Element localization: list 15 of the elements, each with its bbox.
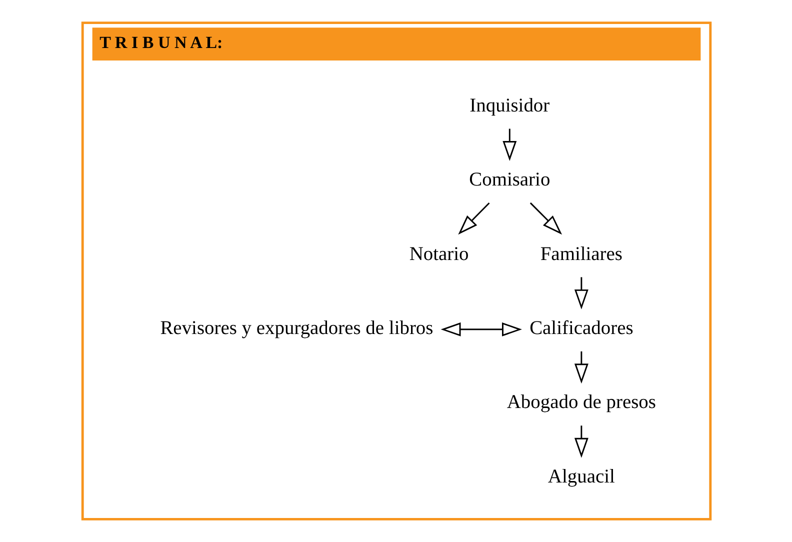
arrow xyxy=(502,128,516,161)
arrow xyxy=(458,202,490,235)
node-text: Familiares xyxy=(540,244,622,265)
arrow xyxy=(574,426,588,458)
arrow xyxy=(574,277,588,310)
node-text: Alguacil xyxy=(547,466,614,488)
arrow xyxy=(529,202,562,235)
node-text: Revisores y expurgadores de libros xyxy=(160,318,433,340)
node-text: Calificadores xyxy=(529,318,633,340)
arrow xyxy=(574,351,588,384)
node-text: Notario xyxy=(408,244,468,265)
arrow xyxy=(440,322,522,336)
node-text: Comisario xyxy=(468,170,550,191)
node-text: Abogado de presos xyxy=(506,392,656,414)
node-text: Inquisidor xyxy=(469,95,550,116)
